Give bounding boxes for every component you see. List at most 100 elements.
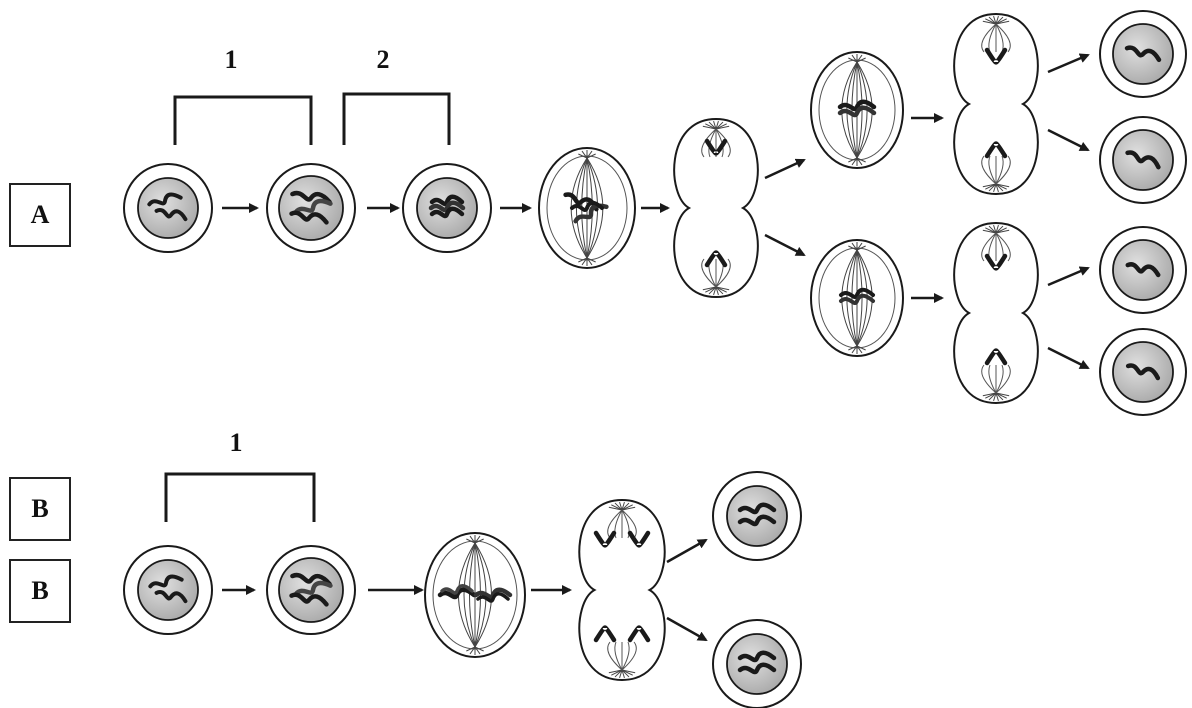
chromosome [984,253,1008,271]
chromosome [837,105,877,118]
arrow [1047,53,1090,74]
chromosome [839,287,875,299]
chromosome [839,293,875,305]
chromosome [1125,262,1161,278]
aster-ray [474,538,484,544]
chromosome [429,194,465,207]
cell-b-daughter-2 [712,619,802,708]
aster-ray [856,157,866,163]
spindle-fibre [995,155,1004,185]
arrow [666,616,708,642]
aster-ray [708,286,717,295]
cell-a-metaphase-2-bottom [810,239,904,357]
chromosome [737,662,777,675]
chromosome [476,592,510,603]
arrows [222,53,1090,642]
cell-b-metaphase [424,532,526,658]
aster-ray [713,286,717,296]
spindle-fibre [981,23,997,53]
aster-ray [995,16,1004,25]
arrow [666,538,708,564]
aster-ray [702,125,717,130]
aster-ray [982,183,997,188]
aster-ray [982,392,997,397]
aster-ray [995,183,999,193]
nucleus [137,177,199,239]
aster-ray [993,224,997,234]
aster-ray [848,157,858,163]
aster-ray [856,242,863,251]
aster-ray [995,392,1004,401]
spindle-fibre [469,542,476,648]
arrow [764,233,806,257]
spindle-fibre [701,258,717,288]
chromosome [1125,363,1161,381]
aster-ray [851,157,858,166]
chromosome [293,580,333,597]
aster-ray [578,257,588,263]
chromosome [737,514,777,527]
chromosome [627,530,651,548]
cell-a-telophase-2-bottom [953,221,1039,405]
spindle-fibre [851,249,858,347]
aster-ray [995,20,1010,25]
chromosome [593,625,617,643]
chromosome [704,250,728,268]
chromosome [704,138,728,156]
aster-ray [621,669,630,678]
cell-a-prophase-1 [266,163,356,253]
spindle-fibre [621,641,637,671]
spindle-fibre [621,509,630,539]
spindle-fibre [463,542,476,648]
cell-a-metaphase-1 [538,147,636,269]
aster-ray [995,392,999,402]
chromosome [1124,45,1162,63]
aster-ray [621,502,630,511]
chromosome [429,206,465,219]
cell-a-metaphase-2-top [810,51,904,169]
spindle-fibre [614,641,623,671]
aster-ray [715,121,724,130]
aster-ray [995,15,999,25]
aster-ray [848,345,858,351]
chromosome [289,210,329,225]
cell-a-daughter-1 [1099,10,1187,98]
chromosome [593,530,617,548]
spindle-fibre [607,509,623,539]
aster-ray [851,345,858,354]
spindle-fibre [988,155,997,185]
aster-ray [715,286,730,291]
row-b-label-top: B [9,477,71,541]
chromosome [1125,150,1161,170]
aster-ray [995,224,999,234]
aster-ray [995,229,1010,234]
cell-a-interphase [123,163,213,253]
aster-ray [856,245,866,251]
aster-ray [856,345,866,351]
aster-ray [848,245,858,251]
nucleus [726,485,788,547]
spindle-fibre [995,364,1011,394]
aster-ray [608,506,623,511]
spindle-fibre [995,232,1011,262]
spindle-fibre [621,509,637,539]
aster-ray [995,183,1010,188]
chromosome [473,587,513,600]
aster-ray [993,15,997,25]
chromosome [984,348,1008,366]
aster-ray [621,669,636,674]
aster-ray [611,504,623,511]
cell-b-prophase [266,545,356,635]
aster-ray [474,535,481,544]
aster-ray [614,669,623,678]
spindle-fibre [981,364,997,394]
arrow [1047,266,1090,287]
aster-ray [581,150,588,159]
aster-ray [586,257,596,263]
row-b-bracket-1-label: 1 [229,428,243,457]
aster-ray [988,392,997,401]
aster-ray [611,669,623,676]
aster-ray [614,502,623,511]
